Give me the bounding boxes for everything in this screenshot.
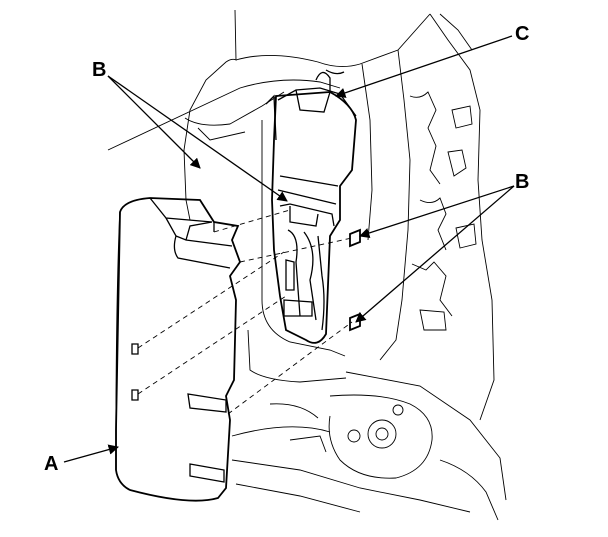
- fuse-box-cover: [115, 197, 242, 502]
- clip-slots: [349, 228, 361, 332]
- callout-label-c: C: [515, 23, 530, 45]
- callout-label-b-right: B: [515, 171, 530, 193]
- leader-lines: [63, 35, 515, 463]
- alignment-lines: [137, 209, 353, 415]
- callout-label-b-left: B: [92, 59, 107, 81]
- fuse-box: [265, 69, 357, 344]
- vehicle-body-structure: [107, 9, 507, 521]
- callout-label-a: A: [44, 453, 59, 475]
